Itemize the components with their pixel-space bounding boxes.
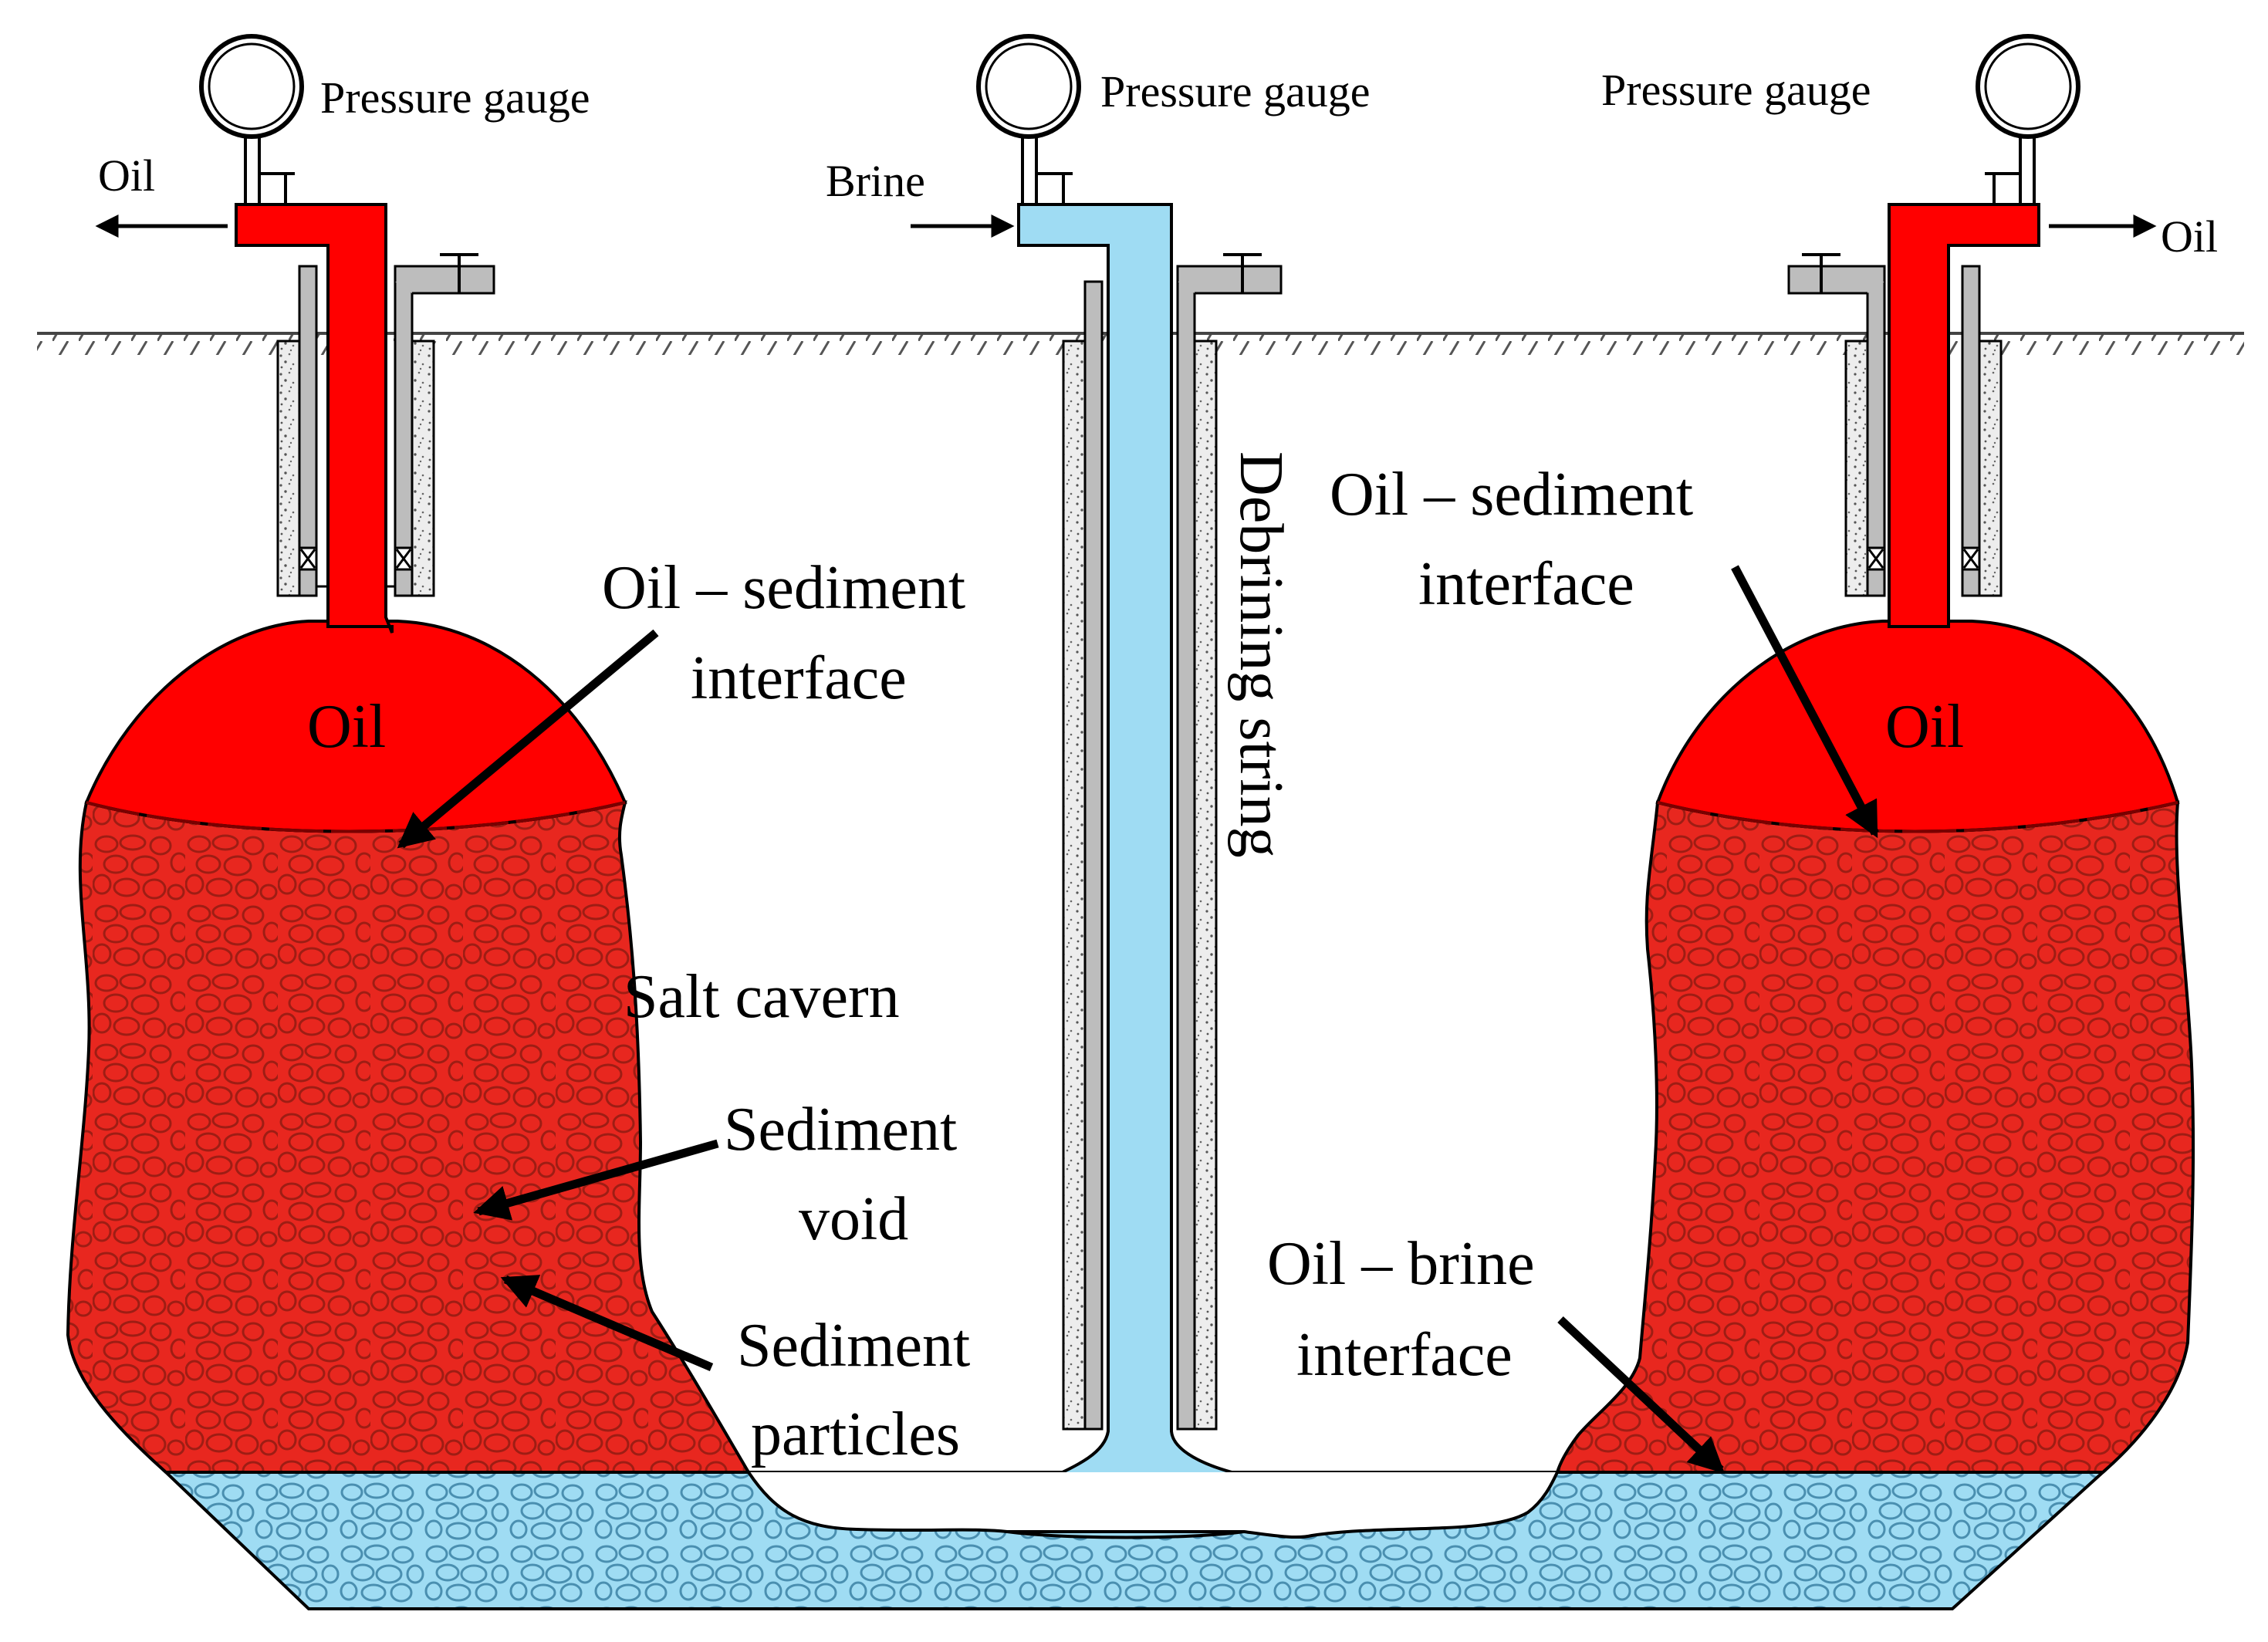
pressure-gauge-center-icon bbox=[976, 34, 1081, 204]
right-oil-string bbox=[1888, 203, 2040, 628]
sediment-void-line1: Sediment bbox=[724, 1096, 957, 1164]
sediment-void-line2: void bbox=[799, 1185, 908, 1253]
pressure-gauge-label-right: Pressure gauge bbox=[1601, 65, 1871, 115]
right-cavern bbox=[1555, 620, 2195, 1474]
oil-brine-interface-line1: Oil – brine bbox=[1267, 1230, 1535, 1298]
brine-in-label: Brine bbox=[826, 156, 925, 206]
oil-out-label-left: Oil bbox=[98, 150, 155, 201]
oil-sediment-interface-left-line1: Oil – sediment bbox=[602, 554, 965, 622]
cavern-bottom-pool bbox=[747, 1471, 1559, 1539]
pressure-gauge-right-icon bbox=[1976, 34, 2080, 204]
salt-cavern-label: Salt cavern bbox=[624, 963, 900, 1031]
sediment-void-arrow bbox=[473, 1139, 719, 1221]
oil-sediment-interface-left-line2: interface bbox=[691, 644, 907, 712]
oil-brine-interface-line2: interface bbox=[1296, 1321, 1513, 1389]
pressure-gauge-label-center: Pressure gauge bbox=[1100, 66, 1371, 117]
left-well bbox=[235, 203, 495, 633]
oil-sediment-interface-right-line2: interface bbox=[1418, 550, 1634, 618]
left-sediment bbox=[66, 800, 752, 1474]
pressure-gauge-left-icon bbox=[199, 34, 304, 204]
oil-label-right: Oil bbox=[1885, 693, 1964, 761]
left-interface-arrow bbox=[397, 629, 659, 849]
pressure-gauge-label-left: Pressure gauge bbox=[320, 73, 590, 123]
oil-label-left: Oil bbox=[307, 693, 386, 761]
oil-out-label-right: Oil bbox=[2161, 211, 2218, 262]
right-well bbox=[1787, 203, 2040, 628]
sediment-particles-line2: particles bbox=[751, 1400, 960, 1468]
debrining-string bbox=[1005, 203, 1246, 1539]
center-well-casing bbox=[1062, 253, 1283, 1431]
left-cavern bbox=[66, 620, 752, 1474]
sediment-particles-arrow bbox=[500, 1275, 714, 1372]
right-interface-arrow bbox=[1731, 565, 1879, 839]
sediment-particles-line1: Sediment bbox=[737, 1312, 970, 1380]
debrining-string-label: Debrining string bbox=[1227, 451, 1295, 858]
oil-brine-interface-arrow bbox=[1557, 1316, 1726, 1474]
left-oil-string bbox=[235, 203, 394, 633]
right-sediment bbox=[1555, 800, 2195, 1474]
oil-sediment-interface-right-line1: Oil – sediment bbox=[1330, 461, 1693, 529]
